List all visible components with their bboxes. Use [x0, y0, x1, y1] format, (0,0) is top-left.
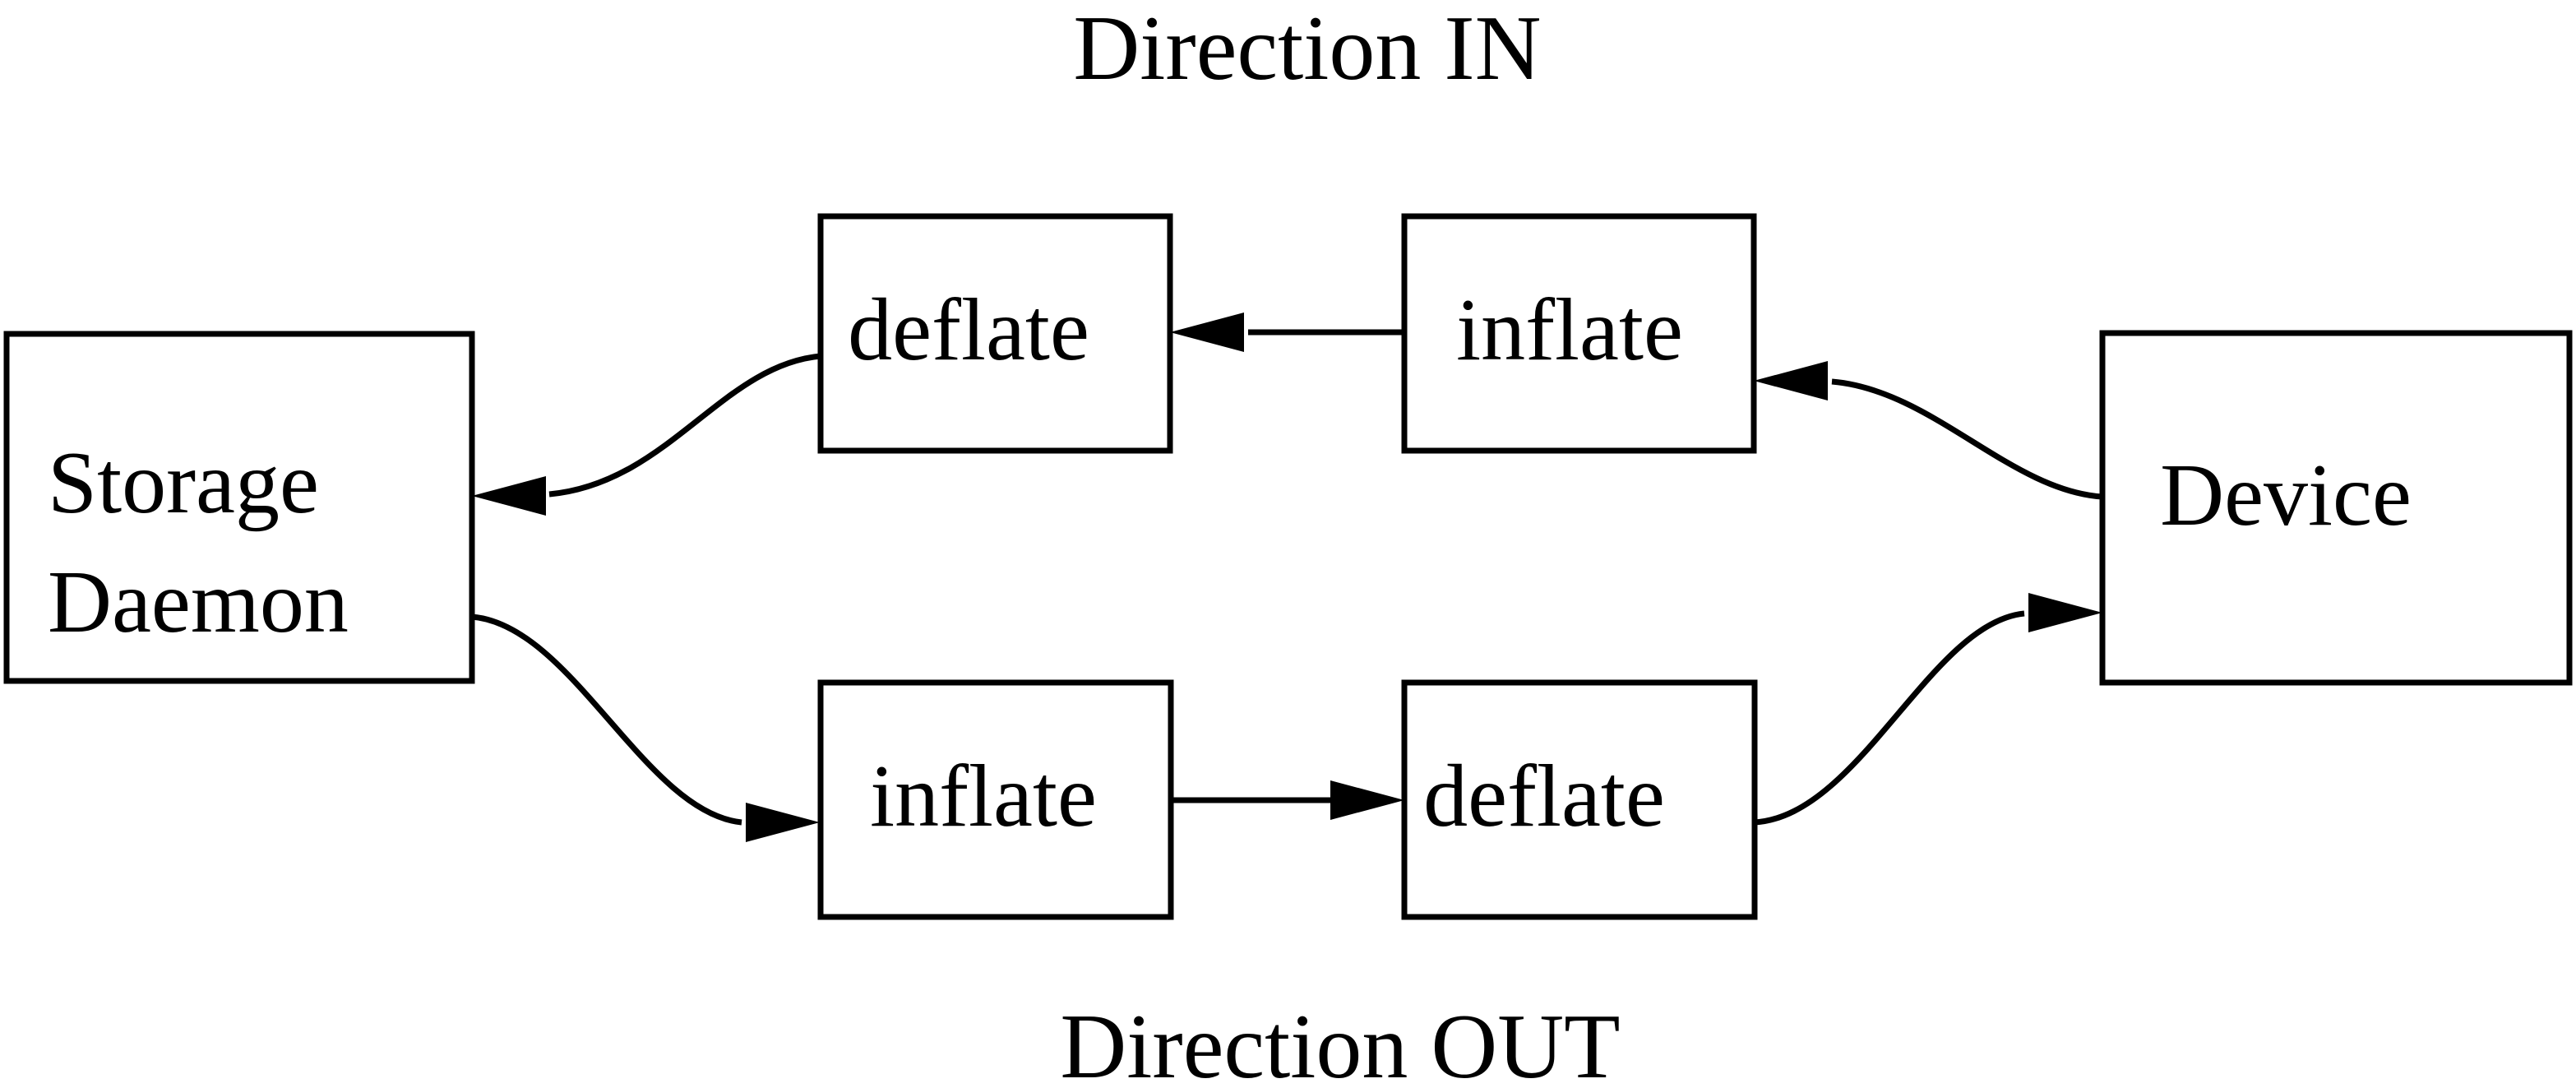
- edge-deflate-in-to-storage-daemon: [472, 353, 821, 516]
- title-direction-in: Direction IN: [1073, 0, 1541, 100]
- deflate-out-label: deflate: [1423, 748, 1665, 845]
- edge-deflate-out-to-device: [1754, 593, 2102, 826]
- inflate-in-box: [1401, 213, 1757, 454]
- device-box: [2099, 330, 2573, 686]
- storage-daemon-label-line2: Daemon: [48, 553, 349, 651]
- storage-daemon-label-line1: Storage: [48, 434, 319, 532]
- node-inflate-in: inflate: [1401, 213, 1757, 454]
- device-label: Device: [2160, 447, 2412, 544]
- arrowhead-into-device: [2028, 593, 2102, 632]
- deflate-out-box: [1401, 679, 1758, 920]
- deflate-in-box: [817, 213, 1173, 454]
- node-device: Device: [2099, 330, 2573, 686]
- arrowhead-into-inflate-in: [1754, 361, 1828, 400]
- inflate-out-label: inflate: [870, 748, 1097, 845]
- node-deflate-in: deflate: [817, 213, 1173, 454]
- edge-storage-daemon-to-inflate-out-line: [471, 613, 742, 826]
- edge-deflate-out-to-device-line: [1754, 610, 2025, 826]
- node-storage-daemon: Storage Daemon: [3, 331, 475, 684]
- edge-inflate-out-to-deflate-out: [1171, 780, 1404, 820]
- arrowhead-into-deflate-out: [1330, 780, 1404, 820]
- storage-daemon-box: [3, 331, 475, 684]
- node-deflate-out: deflate: [1401, 679, 1758, 920]
- arrowhead-into-deflate-in: [1170, 313, 1244, 352]
- edge-device-to-inflate-in: [1754, 361, 2103, 500]
- arrowhead-into-storage-daemon: [472, 476, 546, 516]
- arrowhead-into-inflate-out: [746, 803, 820, 842]
- node-inflate-out: inflate: [817, 679, 1174, 920]
- edge-storage-daemon-to-inflate-out: [471, 613, 820, 842]
- edge-inflate-in-to-deflate-in: [1170, 313, 1404, 352]
- deflate-in-label: deflate: [848, 281, 1089, 379]
- inflate-in-label: inflate: [1456, 281, 1683, 379]
- edge-device-to-inflate-in-line: [1831, 378, 2103, 500]
- title-direction-out: Direction OUT: [1060, 996, 1620, 1088]
- edge-deflate-in-to-storage-daemon-line: [548, 353, 821, 498]
